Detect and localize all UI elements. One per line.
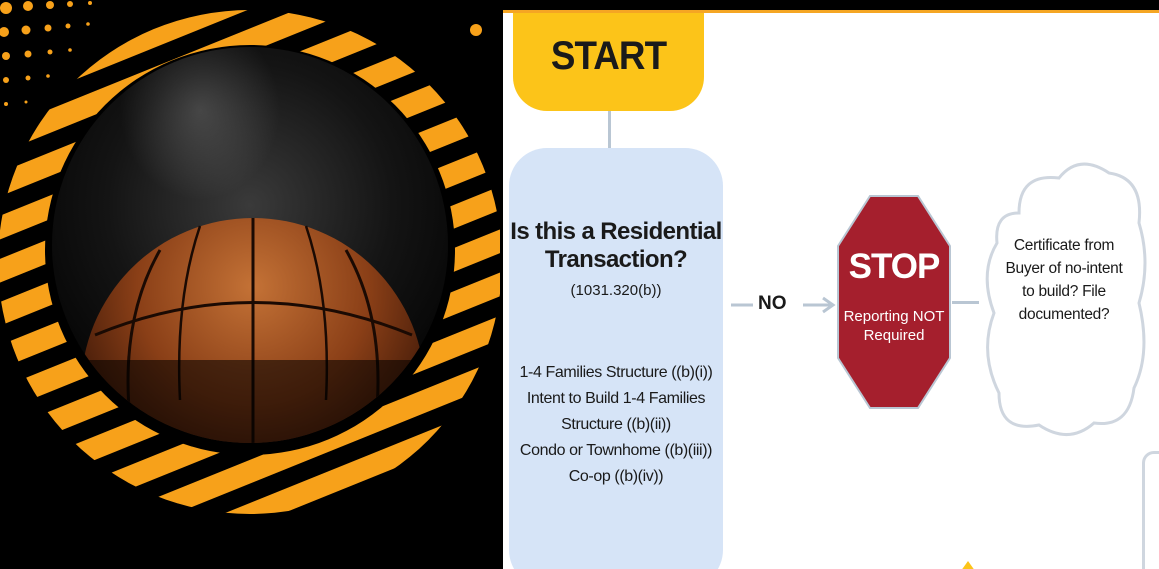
question-criteria-list: 1-4 Families Structure ((b)(i)) Intent t… [509, 360, 723, 490]
start-node: START [513, 13, 704, 111]
cloud-line: Certificate from [1013, 237, 1115, 254]
cloud-question: Certificate from Buyer of no-intent to b… [989, 234, 1139, 326]
stop-subtitle-line1: Reporting NOT [843, 308, 945, 325]
start-label: START [550, 34, 667, 78]
edge-label-no: NO [758, 293, 787, 314]
next-node-partial [1142, 451, 1159, 569]
question-title-line2: Transaction? [544, 246, 688, 273]
no-edge-arrow [731, 296, 836, 314]
criteria-item: Condo or Townhome ((b)(iii)) [519, 442, 713, 459]
cloud-line: to build? File [1022, 283, 1106, 300]
criteria-item: Intent to Build 1-4 Families [526, 390, 706, 407]
warning-triangle-icon [962, 561, 974, 569]
stop-subtitle-line2: Required [863, 327, 925, 344]
cloud-line: documented? [1018, 306, 1110, 323]
question-node: Is this a Residential Transaction? (1031… [509, 148, 723, 569]
cloud-shape [985, 162, 1147, 436]
stop-subtitle: Reporting NOT Required [836, 307, 952, 345]
question-title-line1: Is this a Residential [510, 218, 722, 245]
basketball-ring-art [0, 0, 500, 569]
criteria-item: 1-4 Families Structure ((b)(i)) [519, 364, 713, 381]
question-title: Is this a Residential Transaction? [509, 218, 723, 274]
stop-title: STOP [848, 247, 941, 286]
stop-sign-icon [837, 195, 951, 409]
flowchart-panel: START Is this a Residential Transaction?… [503, 10, 1159, 569]
criteria-item: Structure ((b)(ii)) [561, 416, 671, 433]
cloud-line: Buyer of no-intent [1005, 260, 1123, 277]
criteria-item: Co-op ((b)(iv)) [568, 468, 664, 485]
question-code: (1031.320(b)) [570, 282, 662, 299]
start-connector [608, 111, 611, 149]
stop-to-cloud-connector [952, 301, 979, 304]
basketball-graphic [0, 0, 500, 569]
